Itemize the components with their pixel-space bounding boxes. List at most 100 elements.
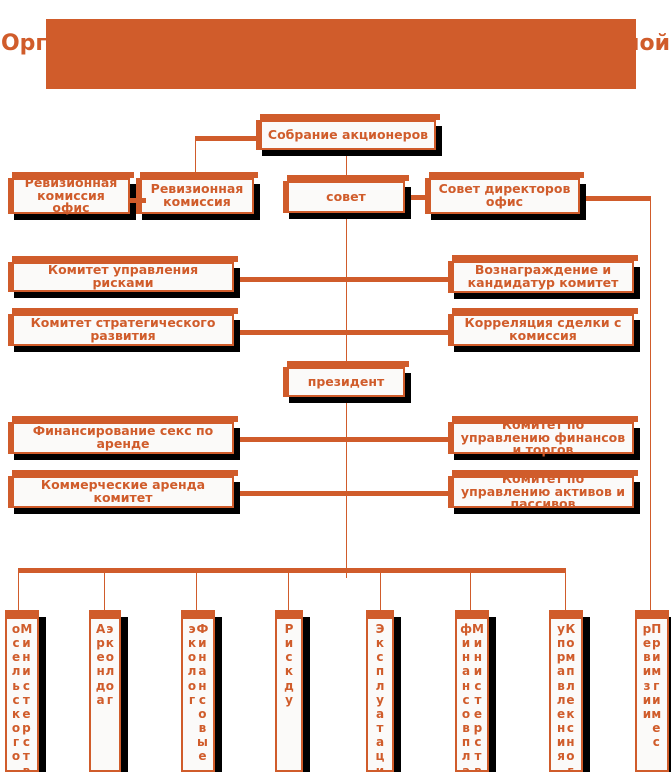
- dept-letter: н: [556, 721, 566, 736]
- dept-letter: Ф: [196, 622, 209, 636]
- dept-letter: о: [11, 749, 21, 764]
- connector-drop-5: [380, 568, 381, 610]
- dept-letter: е: [22, 706, 31, 721]
- dept-letter: с: [12, 636, 20, 651]
- dept-letter: н: [198, 678, 207, 693]
- dept-letter: н: [96, 664, 105, 679]
- node-label: Собрание акционеров: [267, 126, 429, 142]
- connector-drop-7: [565, 568, 566, 610]
- dept-letter: о: [566, 749, 575, 764]
- dept-letter: а: [557, 664, 566, 679]
- dept-letter: к: [11, 706, 21, 721]
- dept-letter: и: [375, 763, 385, 772]
- dept-letter: о: [11, 622, 21, 636]
- dept-letter: о: [187, 678, 197, 693]
- dept-letter: о: [105, 678, 114, 693]
- dept-box-operations[interactable]: Эксплуатацияду: [366, 610, 394, 772]
- node-board-of-directors-office[interactable]: Совет директоров офис: [425, 172, 584, 214]
- dept-letter: о: [461, 706, 471, 721]
- connector-drop-6: [470, 568, 471, 610]
- node-finance-trading-committee[interactable]: Комитет по управлению финансов и торгов: [448, 416, 638, 458]
- dept-letter: л: [556, 692, 566, 707]
- connector-drop-3: [196, 568, 197, 610]
- dept-letter: г: [567, 763, 574, 772]
- dept-letter: и: [642, 692, 652, 707]
- connector-risk-to-remuneration: [232, 277, 452, 282]
- dept-letter: к: [105, 636, 114, 651]
- dept-left-column: финансовплан: [460, 622, 472, 772]
- node-assets-liabilities-committee[interactable]: Комитет по управлению активов и пассивов: [448, 470, 638, 512]
- node-commercial-lease-committee[interactable]: Коммерческие аренда комитет: [8, 470, 238, 508]
- connector-drop-1: [18, 568, 19, 610]
- dept-letter: г: [106, 692, 113, 707]
- dept-letter: с: [652, 735, 660, 750]
- dept-letter: ы: [196, 735, 208, 750]
- dept-letter: ф: [460, 622, 472, 636]
- node-strategic-development-committee[interactable]: Комитет стратегического развития: [8, 308, 238, 346]
- dept-letter: р: [22, 721, 31, 736]
- dept-letter: и: [652, 650, 661, 665]
- dept-letter: е: [652, 721, 661, 736]
- dept-letter: п: [556, 636, 566, 651]
- dept-letter: г: [12, 735, 20, 750]
- node-lease-financing[interactable]: Финансирование секс по аренде: [8, 416, 238, 454]
- dept-letter: в: [22, 763, 31, 772]
- dept-letter: к: [284, 664, 294, 679]
- dept-letter: в: [557, 678, 565, 693]
- dept-letter: в: [643, 650, 651, 665]
- dept-letter: а: [461, 763, 471, 772]
- dept-letter: г: [653, 678, 660, 693]
- node-label: Коммерческие аренда комитет: [40, 477, 206, 505]
- dept-box-finance-plan-ministry[interactable]: финансовплан Министерство: [455, 610, 489, 772]
- node-risk-management-committee[interactable]: Комитет управления рисками: [8, 256, 238, 292]
- dept-letter: и: [198, 636, 207, 651]
- node-label: совет: [326, 188, 366, 204]
- node-audit-commission-office[interactable]: Ревизионная комиссия офис: [8, 172, 134, 216]
- dept-letter: о: [566, 636, 575, 651]
- dept-letter: в: [462, 721, 470, 736]
- node-related-party-transactions-commission[interactable]: Корреляция сделки с комиссия: [448, 308, 638, 346]
- dept-letter: з: [643, 678, 651, 693]
- node-label: Ревизионная комиссия офис: [24, 174, 118, 216]
- node-shareholders-meeting[interactable]: Собрание акционеров: [256, 114, 440, 150]
- node-cap: [12, 470, 238, 476]
- dept-letter: р: [556, 650, 566, 665]
- dept-letter: е: [96, 650, 105, 665]
- dept-letter: с: [22, 735, 30, 750]
- node-label: Корреляция сделки с комиссия: [464, 315, 622, 343]
- dept-letter: м: [651, 706, 662, 721]
- dept-letter: ь: [12, 678, 20, 693]
- dept-letter: у: [376, 692, 384, 707]
- dept-letter: и: [473, 636, 483, 651]
- dept-letter: с: [462, 692, 470, 707]
- node-label: Комитет по управлению финансов и торгов: [460, 416, 626, 458]
- node-cap: [12, 256, 238, 262]
- node-cap: [452, 416, 638, 422]
- dept-letter: и: [642, 664, 652, 679]
- dept-letter: и: [461, 636, 471, 651]
- connector-audit-office-to-audit: [128, 198, 146, 203]
- dept-letter: с: [198, 692, 206, 707]
- node-cap: [287, 361, 409, 367]
- dept-letter: н: [198, 650, 207, 665]
- node-cap: [287, 175, 409, 181]
- node-president[interactable]: президент: [283, 361, 409, 397]
- node-council[interactable]: совет: [283, 175, 409, 213]
- dept-right-column: Комплексного: [565, 622, 575, 772]
- node-remuneration-nomination-committee[interactable]: Вознаграждение и кандидатур комитет: [448, 255, 638, 293]
- dept-letter: л: [565, 678, 575, 693]
- dept-letter: А: [95, 622, 106, 636]
- node-cap: [12, 172, 134, 178]
- connector-audit-drop: [195, 136, 196, 194]
- node-label: Комитет по управлению активов и пассивов: [460, 470, 626, 512]
- dept-letter: р: [651, 636, 661, 651]
- dept-box-complex-management[interactable]: управления Комплексного: [549, 610, 583, 772]
- node-audit-commission[interactable]: Ревизионная комиссия: [136, 172, 258, 214]
- connector-drop-4: [288, 568, 289, 610]
